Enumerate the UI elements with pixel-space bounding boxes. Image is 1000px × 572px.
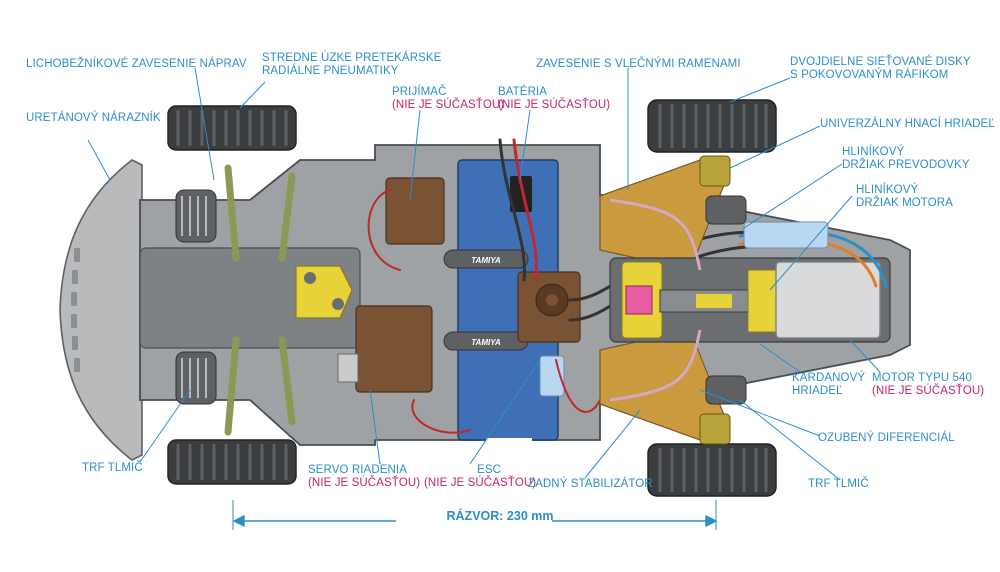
rear-trailing-arms bbox=[599, 159, 731, 441]
label-esc-text: ESC bbox=[477, 464, 502, 476]
label-universal-shaft: UNIVERZÁLNY HNACÍ HRIADEĽ bbox=[820, 118, 995, 130]
label-steering-servo-text: SERVO RIADENIA bbox=[308, 464, 407, 476]
label-rear-stabilizer: ZADNÝ STABILIZÁTOR bbox=[528, 478, 653, 490]
label-battery-note: (NIE JE SÚČASŤOU) bbox=[498, 99, 611, 111]
label-steering-servo-note: (NIE JE SÚČASŤOU) bbox=[308, 477, 421, 489]
bumper-slots bbox=[71, 248, 80, 372]
rear-hubs bbox=[699, 155, 731, 445]
front-left-tire bbox=[167, 105, 297, 151]
brand-text-bottom: TAMIYA bbox=[471, 338, 501, 347]
urethane-bumper bbox=[59, 159, 143, 461]
rear-shocks bbox=[705, 195, 747, 405]
label-racing-tires-line1: STREDNE ÚZKE PRETEKÁRSKE bbox=[262, 52, 442, 64]
label-motor-mount-line1: HLINÍKOVÝ bbox=[856, 184, 919, 196]
label-steering-servo: SERVO RIADENIA (NIE JE SÚČASŤOU) bbox=[308, 464, 420, 490]
label-receiver-text: PRIJÍMAČ bbox=[392, 86, 447, 98]
label-bumper: URETÁNOVÝ NÁRAZNÍK bbox=[26, 112, 161, 124]
steering-servo bbox=[355, 305, 433, 393]
steering-assembly bbox=[295, 265, 353, 319]
label-racing-tires-line2: RADIÁLNE PNEUMATIKY bbox=[262, 65, 399, 77]
label-cardan-shaft: KARDANOVÝ HRIADEĽ bbox=[792, 372, 865, 398]
front-right-tire bbox=[167, 439, 297, 485]
front-shock-right bbox=[175, 351, 217, 405]
aluminum-gearbox-mount bbox=[747, 269, 777, 333]
label-trf-damper-rear: TRF TLMIČ bbox=[808, 478, 869, 490]
leader-lines bbox=[87, 67, 881, 530]
label-gearbox-mount-line2: DRŽIAK PREVODOVKY bbox=[842, 159, 970, 171]
steering-links bbox=[224, 164, 296, 436]
label-racing-tires: STREDNE ÚZKE PRETEKÁRSKE RADIÁLNE PNEUMA… bbox=[262, 52, 441, 78]
label-gearbox-mount-line1: HLINÍKOVÝ bbox=[842, 146, 905, 158]
label-wheelbase: RÁZVOR: 230 mm bbox=[446, 509, 554, 523]
label-gear-differential: OZUBENÝ DIFERENCIÁL bbox=[818, 432, 955, 444]
label-mesh-wheels-line2: S POKOVOVANÝM RÁFIKOM bbox=[790, 69, 949, 81]
label-battery-text: BATÉRIA bbox=[498, 86, 548, 98]
label-cardan-shaft-line2: HRIADEĽ bbox=[792, 385, 843, 397]
label-receiver: PRIJÍMAČ (NIE JE SÚČASŤOU) bbox=[392, 86, 504, 112]
wiring bbox=[367, 138, 762, 434]
label-cardan-shaft-line1: KARDANOVÝ bbox=[792, 372, 866, 384]
battery-strap-top: TAMIYA bbox=[443, 249, 529, 269]
label-receiver-note: (NIE JE SÚČASŤOU) bbox=[392, 99, 505, 111]
label-motor-mount-line2: DRŽIAK MOTORA bbox=[856, 197, 953, 209]
label-motor: MOTOR TYPU 540 (NIE JE SÚČASŤOU) bbox=[872, 372, 984, 398]
label-trailing-arm: ZAVESENIE S VLEČNÝMI RAMENAMI bbox=[536, 58, 741, 70]
receiver bbox=[385, 177, 445, 245]
label-battery: BATÉRIA (NIE JE SÚČASŤOU) bbox=[498, 86, 610, 112]
label-esc: ESC (NIE JE SÚČASŤOU) bbox=[424, 464, 536, 490]
universal-shaft bbox=[743, 221, 829, 249]
label-wishbone-suspension: LICHOBEŽNÍKOVÉ ZAVESENIE NÁPRAV bbox=[26, 58, 247, 70]
rear-right-tire bbox=[647, 443, 777, 497]
rear-stabilizer bbox=[609, 198, 702, 402]
rear-left-tire bbox=[647, 99, 777, 153]
label-motor-mount: HLINÍKOVÝ DRŽIAK MOTORA bbox=[856, 184, 953, 210]
label-mesh-wheels-line1: DVOJDIELNE SIEŤOVANÉ DISKY bbox=[790, 56, 971, 68]
front-shock-left bbox=[175, 189, 217, 243]
label-motor-text: MOTOR TYPU 540 bbox=[872, 372, 973, 384]
wheelbase-dimension bbox=[232, 514, 718, 528]
battery-strap-bottom: TAMIYA bbox=[443, 331, 529, 351]
label-trf-damper-front: TRF TLMIČ bbox=[82, 462, 143, 474]
label-mesh-wheels: DVOJDIELNE SIEŤOVANÉ DISKY S POKOVOVANÝM… bbox=[790, 56, 971, 82]
label-motor-note: (NIE JE SÚČASŤOU) bbox=[872, 385, 985, 397]
label-gearbox-mount: HLINÍKOVÝ DRŽIAK PREVODOVKY bbox=[842, 146, 970, 172]
label-esc-note: (NIE JE SÚČASŤOU) bbox=[424, 477, 537, 489]
motor bbox=[775, 261, 881, 339]
brand-text-top: TAMIYA bbox=[471, 256, 501, 265]
